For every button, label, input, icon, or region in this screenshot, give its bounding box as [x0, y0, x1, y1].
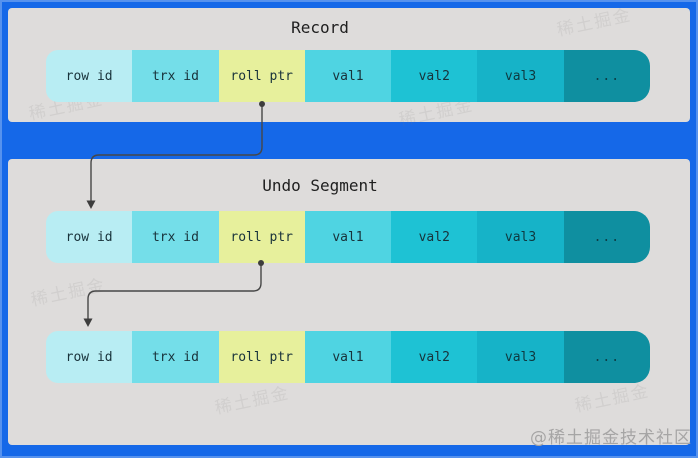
cell-row-id: row id	[46, 331, 133, 383]
juejin-watermark: @稀土掘金技术社区	[530, 428, 692, 448]
cell-val3: val3	[477, 331, 564, 383]
cell-trx-id: trx id	[132, 211, 219, 263]
cell-more: ...	[563, 331, 650, 383]
cell-val3: val3	[477, 211, 564, 263]
undo-row-1: row id trx id roll ptr val1 val2 val3 ..…	[46, 211, 650, 263]
cell-trx-id: trx id	[132, 331, 219, 383]
undo-row-2: row id trx id roll ptr val1 val2 val3 ..…	[46, 331, 650, 383]
cell-trx-id: trx id	[132, 50, 219, 102]
cell-more: ...	[563, 211, 650, 263]
cell-val2: val2	[391, 50, 478, 102]
cell-val1: val1	[304, 331, 392, 383]
cell-val3: val3	[477, 50, 564, 102]
cell-roll-ptr: roll ptr	[218, 50, 305, 102]
cell-row-id: row id	[46, 50, 133, 102]
cell-val1: val1	[304, 50, 392, 102]
cell-row-id: row id	[46, 211, 133, 263]
cell-roll-ptr: roll ptr	[218, 211, 305, 263]
cell-val2: val2	[391, 211, 478, 263]
cell-val1: val1	[304, 211, 392, 263]
undo-segment-title: Undo Segment	[262, 176, 378, 195]
record-row: row id trx id roll ptr val1 val2 val3 ..…	[46, 50, 650, 102]
cell-roll-ptr: roll ptr	[218, 331, 305, 383]
cell-more: ...	[563, 50, 650, 102]
cell-val2: val2	[391, 331, 478, 383]
record-title: Record	[291, 18, 349, 37]
